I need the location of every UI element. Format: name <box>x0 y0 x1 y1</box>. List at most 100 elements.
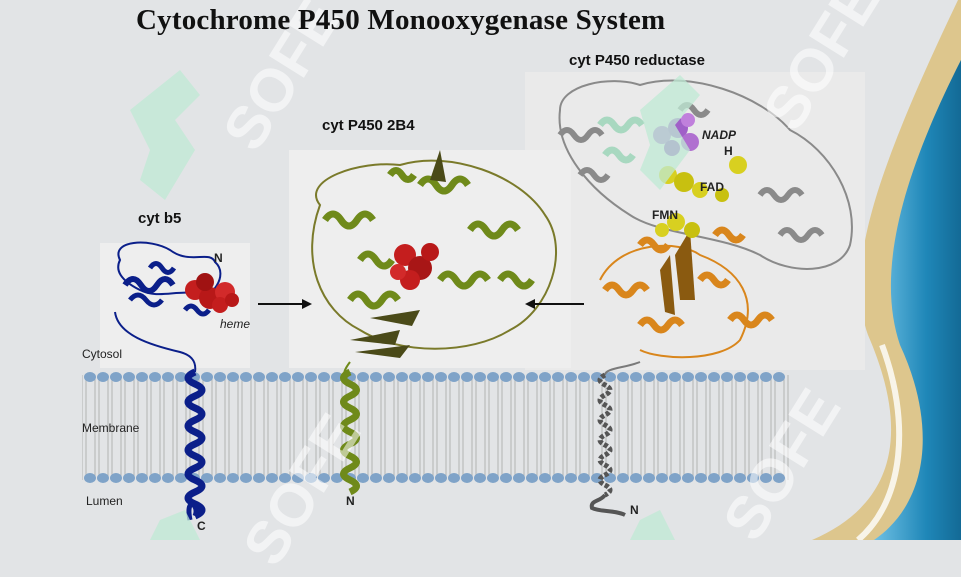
lipid-head <box>396 473 408 483</box>
lipid-head <box>422 473 434 483</box>
lipid-head <box>123 372 135 382</box>
lipid-head <box>760 473 772 483</box>
lipid-head <box>292 473 304 483</box>
reductase-image-bg <box>525 72 865 370</box>
lipid-head <box>253 372 265 382</box>
lipid-head <box>513 372 525 382</box>
lipid-head <box>97 372 109 382</box>
label-fad: FAD <box>700 180 724 194</box>
lipid-head <box>578 473 590 483</box>
lipid-head <box>240 473 252 483</box>
label-lumen: Lumen <box>86 494 123 508</box>
lipid-head <box>435 473 447 483</box>
lipid-head <box>422 372 434 382</box>
lipid-head <box>448 473 460 483</box>
lipid-head <box>357 473 369 483</box>
lipid-head <box>435 372 447 382</box>
lipid-head <box>682 372 694 382</box>
label-n-p450: N <box>346 494 355 508</box>
heme-b5 <box>185 273 239 313</box>
slide-artwork <box>82 0 961 540</box>
label-nadph: NADP <box>702 128 737 142</box>
cyt-p450-2b4-structure <box>311 150 558 496</box>
lipid-head <box>773 372 785 382</box>
lipid-head <box>617 372 629 382</box>
arrow-b5-to-p450 <box>258 299 312 309</box>
lipid-head <box>643 372 655 382</box>
cyt-b5-structure <box>114 241 239 521</box>
lipid-head <box>214 473 226 483</box>
lipid-head <box>279 473 291 483</box>
lipid-head <box>747 473 759 483</box>
lipid-head <box>201 372 213 382</box>
lipid-head <box>383 372 395 382</box>
lipid-head <box>201 473 213 483</box>
lipid-head <box>162 473 174 483</box>
lipid-head <box>487 372 499 382</box>
lipid-head <box>409 372 421 382</box>
label-cytosol: Cytosol <box>82 347 123 361</box>
label-nadph-h: H <box>724 144 733 158</box>
label-reductase: cyt P450 reductase <box>569 52 705 69</box>
lipid-head <box>461 473 473 483</box>
lipid-head <box>643 473 655 483</box>
lipid-head <box>500 473 512 483</box>
lipid-head <box>630 372 642 382</box>
lipid-head <box>84 473 96 483</box>
lipid-head <box>383 473 395 483</box>
lipid-head <box>227 473 239 483</box>
lipid-head <box>500 372 512 382</box>
label-c-b5: C <box>197 519 206 533</box>
heme-p450 <box>390 243 439 290</box>
lipid-head <box>708 473 720 483</box>
lipid-head <box>565 473 577 483</box>
lipid-head <box>214 372 226 382</box>
lipid-head <box>513 473 525 483</box>
lipid-head <box>539 372 551 382</box>
lipid-head <box>617 473 629 483</box>
lipid-head <box>656 473 668 483</box>
lipid-head <box>734 473 746 483</box>
lipid-head <box>669 473 681 483</box>
reductase-structure <box>557 79 853 517</box>
lipid-head <box>565 372 577 382</box>
corner-decoration <box>812 0 961 540</box>
lipid-head <box>149 372 161 382</box>
lipid-head <box>539 473 551 483</box>
lipid-head <box>370 473 382 483</box>
lipid-head <box>695 372 707 382</box>
lipid-head <box>266 473 278 483</box>
lipid-head <box>721 372 733 382</box>
lipid-head <box>266 372 278 382</box>
lipid-head <box>604 372 616 382</box>
lipid-head <box>773 473 785 483</box>
lipid-head <box>396 372 408 382</box>
lipid-head <box>136 473 148 483</box>
lipid-head <box>656 372 668 382</box>
lipid-head <box>487 473 499 483</box>
lipid-head <box>552 372 564 382</box>
slide-title: Cytochrome P450 Monooxygenase System <box>136 4 666 36</box>
lipid-head <box>708 372 720 382</box>
lipid-head <box>305 473 317 483</box>
lipid-head <box>409 473 421 483</box>
label-heme: heme <box>220 317 251 331</box>
lipid-head <box>552 473 564 483</box>
arrow-reductase-to-p450 <box>525 299 584 309</box>
slide: SOFE SOFE SOFE SOFE Cytochrome P450 Mono… <box>82 0 961 577</box>
lipid-head <box>669 372 681 382</box>
label-n-reductase: N <box>630 503 639 517</box>
lipid-head <box>760 372 772 382</box>
lipid-head <box>318 473 330 483</box>
label-cyt-b5: cyt b5 <box>138 210 182 227</box>
lipid-head <box>279 372 291 382</box>
watermark-logo-shapes <box>130 70 700 540</box>
lipid-head <box>526 372 538 382</box>
lipid-head <box>149 473 161 483</box>
lipid-head <box>474 473 486 483</box>
lipid-head <box>357 372 369 382</box>
lipid-head <box>630 473 642 483</box>
lipid-head <box>240 372 252 382</box>
label-n-b5: N <box>214 251 223 265</box>
lipid-head <box>175 473 187 483</box>
